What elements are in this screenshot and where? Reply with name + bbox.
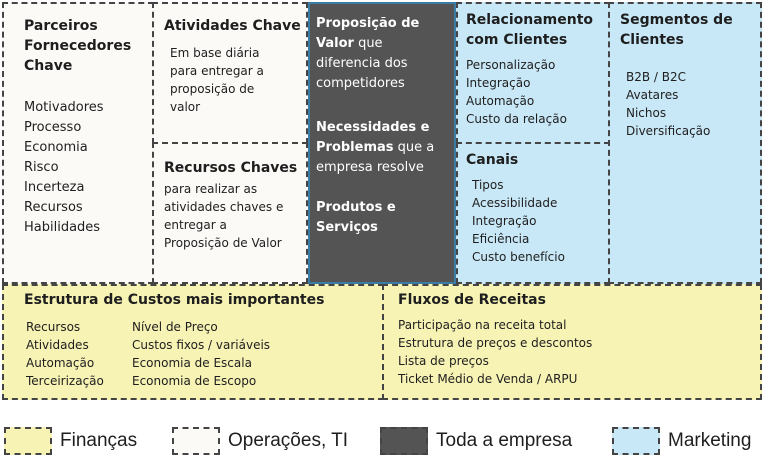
legend-swatch-company: [380, 427, 428, 455]
list-item: Economia de Escala: [132, 356, 252, 370]
legend-finance: Finanças: [4, 426, 137, 456]
customer-relationship-title: Relacionamento com Clientes: [466, 12, 594, 48]
customer-relationship-list: Personalização Integração Automação Cust…: [466, 56, 567, 128]
list-item: Tipos: [472, 178, 504, 192]
list-item: Habilidades: [24, 220, 101, 235]
key-partners-list: Motivadores Processo Economia Risco Ince…: [24, 98, 104, 238]
legend-operations: Operações, TI: [172, 426, 348, 456]
business-model-canvas: Parceiros Fornecedores Chave Motivadores…: [2, 2, 762, 400]
list-item: Integração: [472, 214, 537, 228]
needs-problems-subtitle: que a empresa resolve: [316, 140, 435, 175]
customer-segments-list: B2B / B2C Avatares Nichos Diversificação: [626, 68, 710, 140]
key-partners-block: Parceiros Fornecedores Chave Motivadores…: [2, 2, 154, 284]
key-activities-block: Atividades Chave Em base diária para ent…: [152, 2, 308, 144]
legend-swatch-operations: [172, 427, 220, 455]
list-item: Risco: [24, 160, 59, 175]
value-proposition-title: Proposição de Valor: [316, 16, 420, 51]
list-item: Motivadores: [24, 100, 104, 115]
list-item: Recursos: [24, 200, 83, 215]
key-resources-block: Recursos Chaves para realizar as ativida…: [152, 142, 308, 284]
list-item: Personalização: [466, 58, 556, 72]
legend-label-finance: Finanças: [60, 430, 138, 451]
customer-relationship-block: Relacionamento com Clientes Personalizaç…: [456, 2, 610, 144]
list-item: Incerteza: [24, 180, 85, 195]
list-item: Terceirização: [26, 374, 104, 388]
legend-label-marketing: Marketing: [668, 430, 752, 451]
list-item: Nichos: [626, 106, 667, 120]
products-services-text: Produtos e Serviços: [316, 198, 426, 238]
list-item: Participação na receita total: [398, 318, 567, 332]
list-item: Economia de Escopo: [132, 374, 257, 388]
list-item: Custo benefício: [472, 250, 565, 264]
cost-structure-col1: Recursos Atividades Automação Terceiriza…: [26, 318, 104, 390]
list-item: Ticket Médio de Venda / ARPU: [398, 372, 578, 386]
key-activities-desc: Em base diária para entregar a proposiçã…: [170, 46, 264, 114]
legend-company: Toda a empresa: [380, 426, 572, 456]
legend-label-company: Toda a empresa: [436, 430, 573, 451]
list-item: Recursos: [26, 320, 81, 334]
revenue-streams-title: Fluxos de Receitas: [398, 292, 546, 308]
legend-swatch-marketing: [612, 427, 660, 455]
cost-structure-block: Estrutura de Custos mais importantes Rec…: [2, 284, 384, 400]
list-item: Processo: [24, 120, 82, 135]
products-services-title: Produtos e Serviços: [316, 200, 396, 235]
list-item: Automação: [466, 94, 535, 108]
customer-segments-title: Segmentos de Clientes: [620, 12, 733, 48]
list-item: Custo da relação: [466, 112, 567, 126]
list-item: Diversificação: [626, 124, 711, 138]
customer-segments-block: Segmentos de Clientes B2B / B2C Avatares…: [608, 2, 762, 284]
list-item: Integração: [466, 76, 531, 90]
list-item: Custos fixos / variáveis: [132, 338, 271, 352]
list-item: Acessibilidade: [472, 196, 558, 210]
list-item: Eficiência: [472, 232, 530, 246]
channels-title: Canais: [466, 152, 519, 168]
needs-problems-text: Necessidades e Problemas que a empresa r…: [316, 118, 448, 178]
list-item: B2B / B2C: [626, 70, 687, 84]
list-item: Automação: [26, 356, 95, 370]
legend-label-operations: Operações, TI: [228, 430, 349, 451]
value-proposition-block: Proposição de Valor que diferencia dos c…: [308, 2, 456, 284]
list-item: Lista de preços: [398, 354, 489, 368]
list-item: Nível de Preço: [132, 320, 218, 334]
list-item: Avatares: [626, 88, 679, 102]
revenue-streams-list: Participação na receita total Estrutura …: [398, 316, 592, 388]
key-resources-desc: para realizar as atividades chaves e ent…: [164, 182, 284, 250]
value-proposition-text: Proposição de Valor que diferencia dos c…: [316, 14, 448, 94]
cost-structure-title: Estrutura de Custos mais importantes: [24, 292, 325, 308]
cost-structure-col2: Nível de Preço Custos fixos / variáveis …: [132, 318, 270, 390]
legend-swatch-finance: [4, 427, 52, 455]
channels-block: Canais Tipos Acessibilidade Integração E…: [456, 142, 610, 284]
value-proposition-subtitle: que diferencia dos competidores: [316, 36, 408, 91]
channels-list: Tipos Acessibilidade Integração Eficiênc…: [472, 176, 565, 266]
list-item: Economia: [24, 140, 88, 155]
key-partners-title: Parceiros Fornecedores Chave: [24, 18, 132, 74]
legend-marketing: Marketing: [612, 426, 751, 456]
list-item: Estrutura de preços e descontos: [398, 336, 593, 350]
list-item: Atividades: [26, 338, 89, 352]
revenue-streams-block: Fluxos de Receitas Participação na recei…: [382, 284, 762, 400]
key-resources-title: Recursos Chaves: [164, 160, 298, 176]
key-activities-title: Atividades Chave: [164, 18, 301, 34]
needs-problems-title: Necessidades e Problemas: [316, 120, 430, 155]
